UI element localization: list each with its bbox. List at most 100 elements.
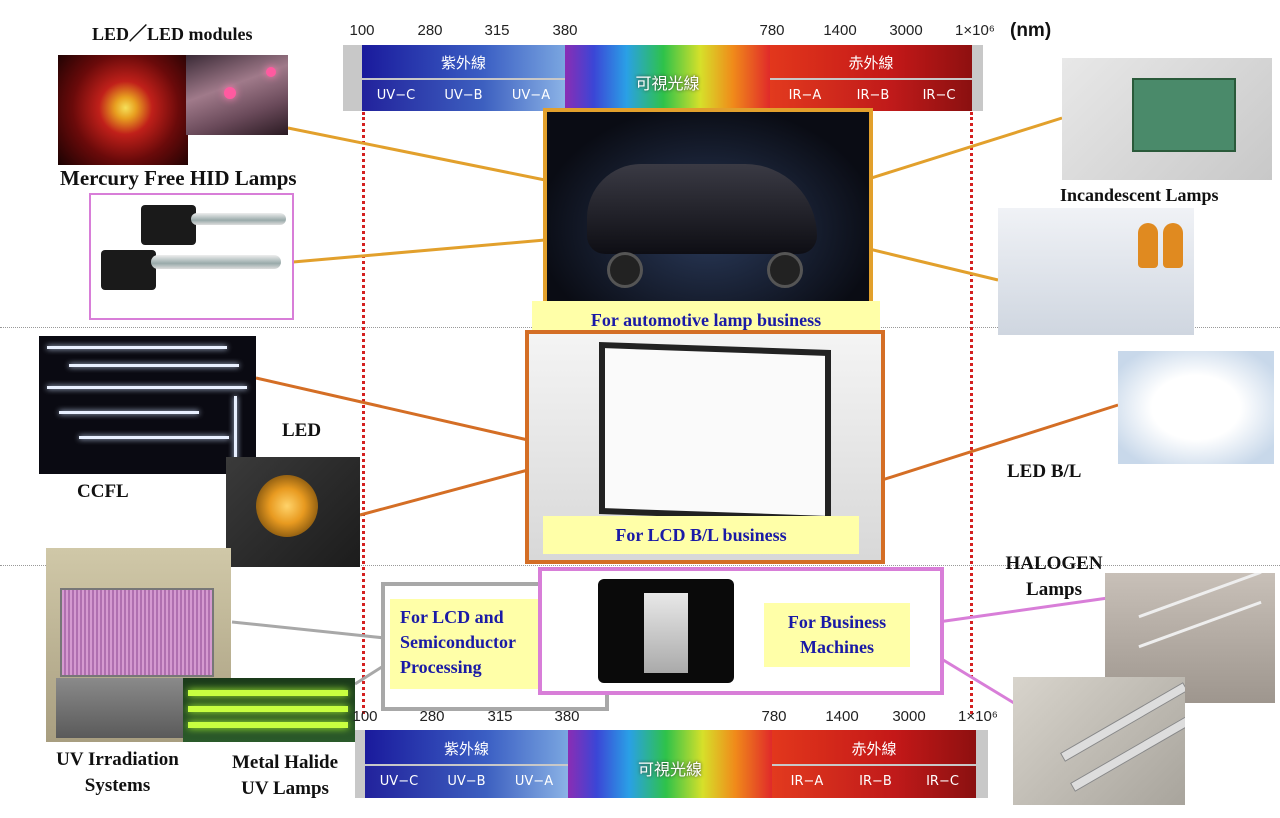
halide-tube (188, 706, 348, 712)
ir-limit-line (970, 112, 973, 714)
visible-band (568, 730, 772, 798)
uv-band (362, 45, 565, 78)
uv-label: 紫外線 (443, 740, 489, 758)
tick-1e6: 1×10⁶ (955, 22, 995, 39)
lcd-semi-line2: Semiconductor (400, 632, 516, 652)
amber-bulb (1163, 223, 1183, 268)
line-metal-semi (354, 663, 386, 686)
incandescent-photo (998, 208, 1194, 335)
uv-irradiation-line1: UV Irradiation (56, 749, 179, 770)
tick-3000: 3000 (892, 708, 926, 725)
line-auto-incandescent-1 (864, 116, 1063, 182)
business-line2: Machines (800, 637, 874, 657)
tick-315: 315 (484, 22, 510, 39)
uvb-label: UV−B (444, 88, 483, 103)
tick-3000: 3000 (889, 22, 923, 39)
uv-sub-band (365, 766, 568, 798)
led-dot (266, 67, 276, 77)
metal-halide-photo (183, 678, 355, 742)
divider-2 (0, 565, 1280, 566)
ira-label: IR−A (788, 88, 822, 103)
tick-780: 780 (759, 22, 785, 39)
business-line1: For Business (787, 612, 887, 632)
halogen-tube (1060, 682, 1185, 762)
uvc-label: UV−C (376, 88, 416, 103)
line-biz-halogen-1 (937, 596, 1109, 624)
tick-780: 780 (761, 708, 787, 725)
ccfl-tube (79, 436, 229, 439)
tick-100: 100 (349, 22, 375, 39)
hid-tube (191, 213, 286, 225)
ir-sub-band (770, 80, 972, 111)
car-body (587, 164, 817, 254)
uvc-label: UV−C (379, 774, 419, 789)
ir-label: 赤外線 (851, 740, 897, 758)
tick-1e6: 1×10⁶ (958, 708, 998, 725)
line-hid-auto (292, 238, 546, 264)
halide-tube (188, 722, 348, 728)
incandescent-label: Incandescent Lamps (1060, 185, 1219, 205)
automotive-box (543, 108, 873, 310)
uv-panel (60, 588, 214, 677)
car-wheel (607, 252, 643, 288)
irb-label: IR−B (856, 88, 890, 103)
ir-band (772, 730, 976, 764)
ccfl-tube (47, 386, 247, 389)
uva-label: UV−A (511, 88, 551, 103)
uva-label: UV−A (514, 774, 554, 789)
copier-photo (598, 579, 734, 683)
uvb-label: UV−B (447, 774, 486, 789)
line-biz-halogen-2 (934, 653, 1015, 705)
tick-380: 380 (554, 708, 580, 725)
uv-band (365, 730, 568, 764)
led-photo (226, 457, 360, 567)
unit-label: (nm) (1010, 20, 1052, 41)
ccfl-label: CCFL (77, 481, 129, 502)
ccfl-tube (59, 411, 199, 414)
ccfl-tube (47, 346, 227, 349)
business-caption: For Business Machines (764, 603, 910, 667)
visible-band (565, 45, 770, 111)
lcd-semi-line3: Processing (400, 657, 482, 677)
line-auto-incandescent-2 (864, 246, 999, 282)
led-dot (224, 87, 236, 99)
uv-irradiation-line2: Systems (84, 775, 151, 796)
uv-limit-line (362, 112, 365, 714)
halide-tube (188, 690, 348, 696)
tick-315: 315 (487, 708, 513, 725)
halogen-label: HALOGEN Lamps (1000, 551, 1108, 603)
irc-label: IR−C (922, 88, 956, 103)
uv-label: 紫外線 (440, 54, 486, 72)
led-module-photo (58, 55, 188, 165)
tick-1400: 1400 (823, 22, 857, 39)
irb-label: IR−B (859, 774, 892, 789)
tick-1400: 1400 (825, 708, 859, 725)
lcd-bl-caption: For LCD B/L business (543, 516, 859, 554)
led-chip (256, 475, 318, 537)
tick-280: 280 (419, 708, 445, 725)
ir-sub-band (772, 766, 976, 798)
tick-100: 100 (352, 708, 378, 725)
hid-tube (151, 255, 281, 269)
circuit-board (1132, 78, 1236, 152)
led-bl-label: LED B/L (1007, 461, 1082, 482)
ccfl-tube (234, 396, 237, 466)
uv-irradiation-label: UV Irradiation Systems (50, 747, 185, 799)
line-lcd-ledbl (881, 403, 1119, 482)
tick-380: 380 (552, 22, 578, 39)
metal-halide-line1: Metal Halide (231, 752, 339, 773)
hid-label: Mercury Free HID Lamps (60, 166, 297, 190)
led-bl-photo (1118, 351, 1274, 464)
hid-lamp-photo (89, 193, 294, 320)
halogen-line2: Lamps (1026, 579, 1082, 600)
line-uvsys-semi (231, 620, 386, 640)
amber-bulb (1138, 223, 1158, 268)
tick-280: 280 (417, 22, 443, 39)
line-led-lcd (359, 468, 529, 517)
hid-base (141, 205, 196, 245)
ir-band (770, 45, 972, 78)
lcd-monitor (599, 341, 831, 523)
halogen-line1: HALOGEN (1005, 553, 1103, 574)
ira-label: IR−A (790, 774, 824, 789)
